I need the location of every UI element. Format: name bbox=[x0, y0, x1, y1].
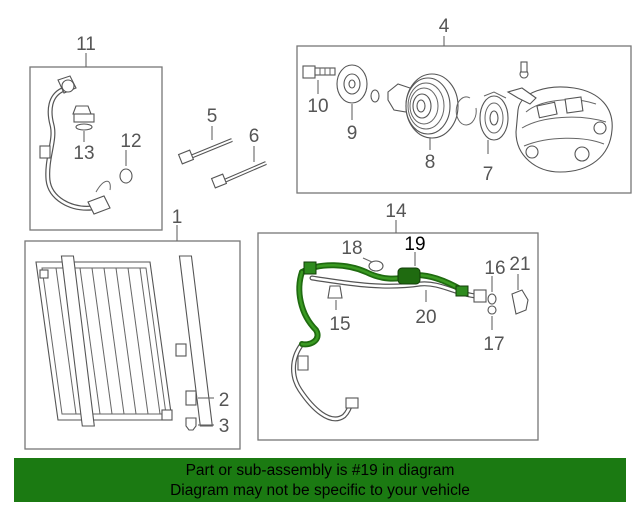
part-2-desiccant bbox=[185, 390, 197, 406]
condenser-core bbox=[35, 255, 213, 427]
group-4-compressor: 4 10 9 8 bbox=[296, 16, 632, 194]
callout-11[interactable]: 11 bbox=[76, 34, 96, 55]
callout-19[interactable]: 19 bbox=[404, 234, 425, 255]
callout-14[interactable]: 14 bbox=[385, 201, 407, 222]
bolt-6: 6 bbox=[210, 126, 267, 189]
part-19-muffler bbox=[397, 267, 421, 285]
group-14-frame bbox=[257, 232, 539, 441]
callout-21[interactable]: 21 bbox=[509, 254, 530, 275]
part-3-plug bbox=[185, 417, 197, 431]
parts-diagram: 11 13 12 5 6 bbox=[24, 16, 632, 450]
callout-4[interactable]: 4 bbox=[439, 16, 450, 37]
group-11-frame bbox=[29, 66, 163, 231]
callout-2[interactable]: 2 bbox=[219, 390, 230, 411]
liquid-line bbox=[291, 341, 359, 422]
callout-5[interactable]: 5 bbox=[207, 106, 218, 127]
part-9-hub bbox=[336, 64, 380, 104]
callout-1[interactable]: 1 bbox=[172, 207, 183, 228]
part-19-suction-hose[interactable] bbox=[296, 261, 469, 348]
part-12-o-ring bbox=[119, 168, 133, 184]
group-1-frame bbox=[24, 240, 241, 450]
group-14-hoses: 14 20 19 18 bbox=[257, 201, 539, 441]
callout-20[interactable]: 20 bbox=[415, 307, 436, 328]
part-18-cap bbox=[368, 260, 384, 272]
part-15-valve bbox=[327, 285, 343, 299]
callout-10[interactable]: 10 bbox=[307, 96, 328, 117]
callout-3[interactable]: 3 bbox=[219, 416, 230, 437]
callout-16[interactable]: 16 bbox=[484, 258, 505, 279]
group-11: 11 13 12 bbox=[29, 34, 163, 231]
callout-12[interactable]: 12 bbox=[120, 131, 141, 152]
callout-15[interactable]: 15 bbox=[329, 314, 350, 335]
part-13-cap bbox=[72, 105, 95, 131]
banner-line-disclaimer: Diagram may not be specific to your vehi… bbox=[170, 482, 470, 499]
compressor-body bbox=[506, 61, 613, 173]
callout-6[interactable]: 6 bbox=[249, 126, 260, 147]
part-17-o-ring bbox=[487, 305, 497, 315]
part-7-field-coil bbox=[479, 91, 509, 141]
banner-line-part: Part or sub-assembly is #19 in diagram bbox=[185, 462, 455, 479]
group-1-condenser: 1 2 3 bbox=[24, 207, 241, 450]
part-10-bolt bbox=[302, 65, 336, 79]
callout-17[interactable]: 17 bbox=[483, 334, 504, 355]
info-banner: Part or sub-assembly is #19 in diagram D… bbox=[14, 458, 626, 502]
group-4-frame bbox=[296, 45, 632, 194]
callout-18[interactable]: 18 bbox=[341, 238, 362, 259]
bolt-5: 5 bbox=[177, 106, 233, 165]
group-11-fitting-end bbox=[87, 195, 111, 215]
callout-9[interactable]: 9 bbox=[347, 123, 358, 144]
callout-13[interactable]: 13 bbox=[73, 143, 94, 164]
part-19-fitting-top bbox=[303, 261, 317, 275]
part-8-pulley bbox=[405, 73, 459, 139]
callout-7[interactable]: 7 bbox=[483, 164, 494, 185]
part-16-o-ring bbox=[487, 293, 497, 305]
part-21-fitting bbox=[511, 289, 529, 315]
part-19-fitting-end bbox=[455, 285, 469, 297]
callout-8[interactable]: 8 bbox=[425, 152, 436, 173]
